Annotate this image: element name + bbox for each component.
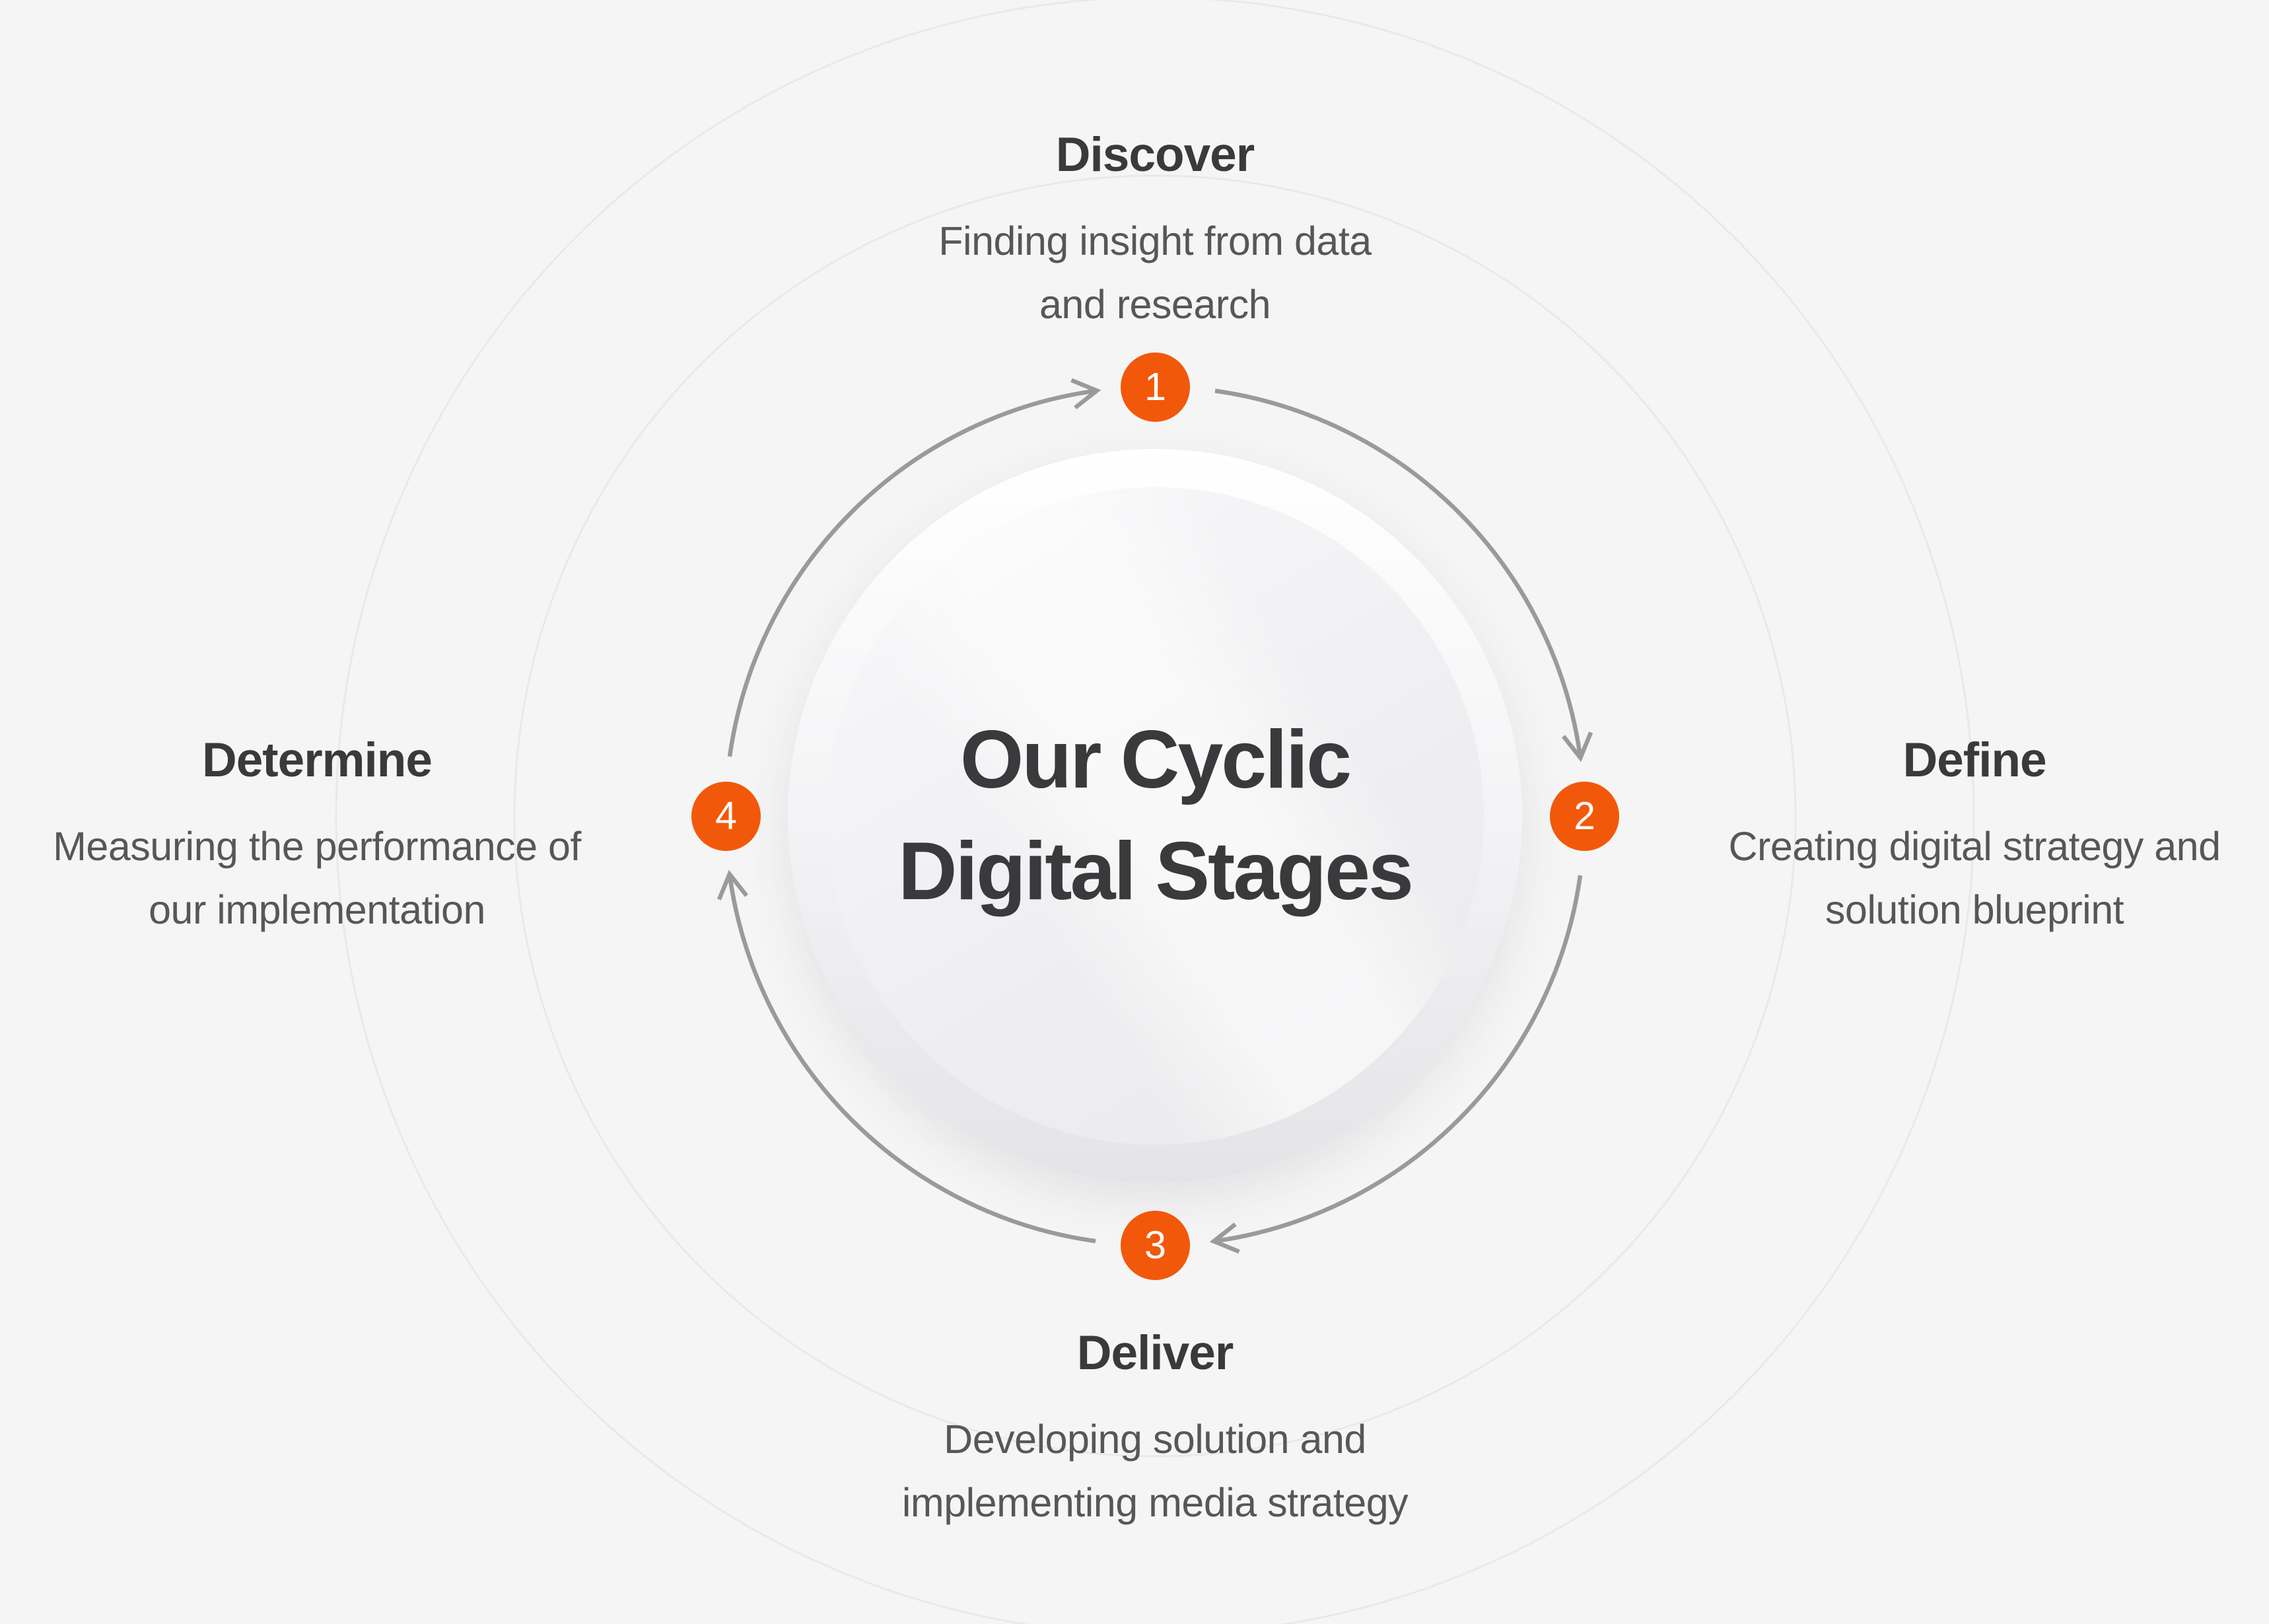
- stage-deliver-description: Developing solution and implementing med…: [812, 1407, 1498, 1534]
- stage-discover-description: Finding insight from data and research: [812, 209, 1498, 336]
- center-disc: [788, 449, 1522, 1183]
- stage-determine-name: Determine: [201, 733, 433, 787]
- stage-discover: Discover Finding insight from data and r…: [812, 125, 1498, 336]
- stage-determine: Determine Measuring the performance of o…: [0, 731, 641, 941]
- center-disc-inner: [826, 487, 1484, 1145]
- stage-deliver-name: Deliver: [1076, 1326, 1234, 1380]
- diagram-title: Our Cyclic Digital Stages: [788, 449, 1522, 1183]
- stage-deliver-description-line2: implementing media strategy: [901, 1480, 1409, 1525]
- diagram-title-line2: Digital Stages: [898, 826, 1414, 917]
- diagram-title-line1: Our Cyclic: [960, 714, 1352, 805]
- stage-determine-description-line2: our implementation: [149, 887, 485, 932]
- stage-define-description-line1: Creating digital strategy and: [1728, 824, 2221, 869]
- stage-discover-description-line1: Finding insight from data: [938, 219, 1372, 263]
- stage-deliver: Deliver Developing solution and implemen…: [812, 1324, 1498, 1534]
- stage-deliver-description-line1: Developing solution and: [944, 1417, 1366, 1462]
- stage-define-name: Define: [1902, 733, 2046, 787]
- background-ring-inner: [513, 174, 1797, 1458]
- stage-define-description-line2: solution blueprint: [1825, 887, 2124, 932]
- stage-define: Define Creating digital strategy and sol…: [1651, 731, 2269, 941]
- stage-define-description: Creating digital strategy and solution b…: [1651, 815, 2269, 941]
- stage-discover-name: Discover: [1055, 128, 1255, 182]
- stage-determine-description-line1: Measuring the performance of: [53, 824, 581, 869]
- stage-determine-description: Measuring the performance of our impleme…: [0, 815, 641, 941]
- stage-number-badge-3: 3: [1121, 1211, 1190, 1280]
- stage-number-badge-1: 1: [1121, 353, 1190, 422]
- background-ring-outer: [335, 0, 1975, 1624]
- stage-discover-description-line2: and research: [1039, 282, 1271, 327]
- stage-number-badge-2: 2: [1550, 782, 1619, 851]
- disc-sheen-highlight: [826, 487, 1484, 1145]
- stage-number-badge-4: 4: [691, 782, 761, 851]
